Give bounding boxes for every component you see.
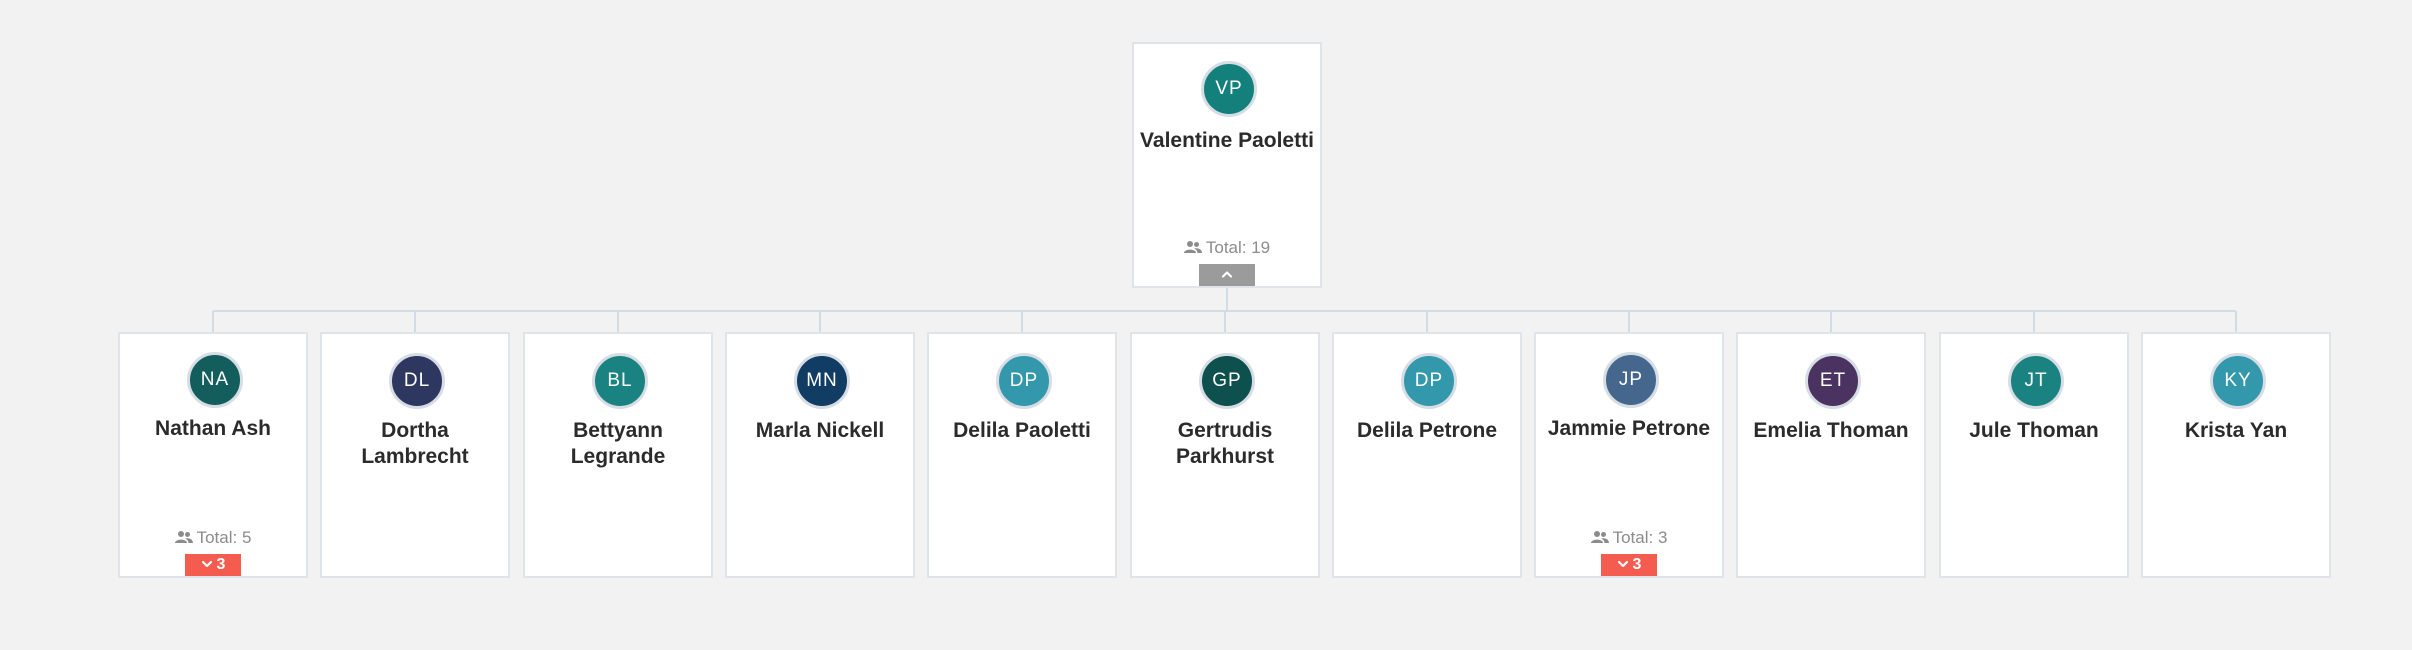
employee-name: Delila Paoletti (953, 419, 1091, 442)
avatar: MN (794, 353, 850, 409)
org-card-child[interactable]: DP Delila Paoletti (927, 332, 1117, 578)
people-icon (1183, 241, 1202, 253)
avatar: JT (2008, 353, 2064, 409)
expand-reports-button[interactable]: 3 (185, 554, 241, 576)
org-card-child[interactable]: DL Dortha Lambrecht (320, 332, 510, 578)
avatar: GP (1199, 353, 1255, 409)
people-icon (174, 531, 193, 543)
avatar: DP (996, 353, 1052, 409)
employee-name: Bettyann Legrande (570, 419, 666, 468)
chevron-down-icon (1617, 560, 1628, 568)
avatar: ET (1805, 353, 1861, 409)
expand-reports-button[interactable]: 3 (1601, 554, 1657, 576)
org-card-child[interactable]: ET Emelia Thoman (1736, 332, 1926, 578)
avatar: KY (2210, 353, 2266, 409)
avatar: NA (187, 352, 243, 408)
employee-name: Krista Yan (2184, 419, 2288, 442)
chevron-down-icon (201, 560, 212, 568)
employee-name: Delila Petrone (1356, 419, 1498, 442)
employee-name: Jule Thoman (1969, 419, 2099, 442)
expand-count: 3 (1632, 556, 1642, 573)
people-icon (1590, 531, 1609, 543)
employee-name: Jammie Petrone (1547, 417, 1711, 440)
chevron-up-icon (1221, 271, 1233, 278)
avatar: DP (1401, 353, 1457, 409)
org-card-child[interactable]: BL Bettyann Legrande (523, 332, 713, 578)
org-card-child[interactable]: DP Delila Petrone (1332, 332, 1522, 578)
avatar: JP (1603, 352, 1659, 408)
employee-name: Valentine Paoletti (1140, 129, 1314, 152)
team-total: Total: 5 (120, 528, 306, 548)
employee-name: Dortha Lambrecht (361, 419, 469, 468)
team-total-text: Total: 5 (196, 528, 252, 547)
team-total-text: Total: 3 (1612, 528, 1668, 547)
employee-name: Gertrudis Parkhurst (1175, 419, 1275, 468)
employee-name: Emelia Thoman (1753, 419, 1909, 442)
employee-name: Nathan Ash (155, 417, 271, 440)
team-total: Total: 3 (1536, 528, 1722, 548)
org-card-child[interactable]: JT Jule Thoman (1939, 332, 2129, 578)
org-card-child[interactable]: KY Krista Yan (2141, 332, 2331, 578)
avatar: VP (1201, 61, 1257, 117)
team-total: Total: 19 (1134, 238, 1320, 258)
avatar: BL (592, 353, 648, 409)
org-card-root[interactable]: VP Valentine Paoletti Total: 19 (1132, 42, 1322, 288)
avatar: DL (389, 353, 445, 409)
collapse-reports-button[interactable] (1199, 264, 1255, 286)
team-total-text: Total: 19 (1205, 238, 1271, 257)
expand-count: 3 (216, 556, 226, 573)
org-card-child[interactable]: MN Marla Nickell (725, 332, 915, 578)
employee-name: Marla Nickell (755, 419, 885, 442)
org-card-child[interactable]: GP Gertrudis Parkhurst (1130, 332, 1320, 578)
